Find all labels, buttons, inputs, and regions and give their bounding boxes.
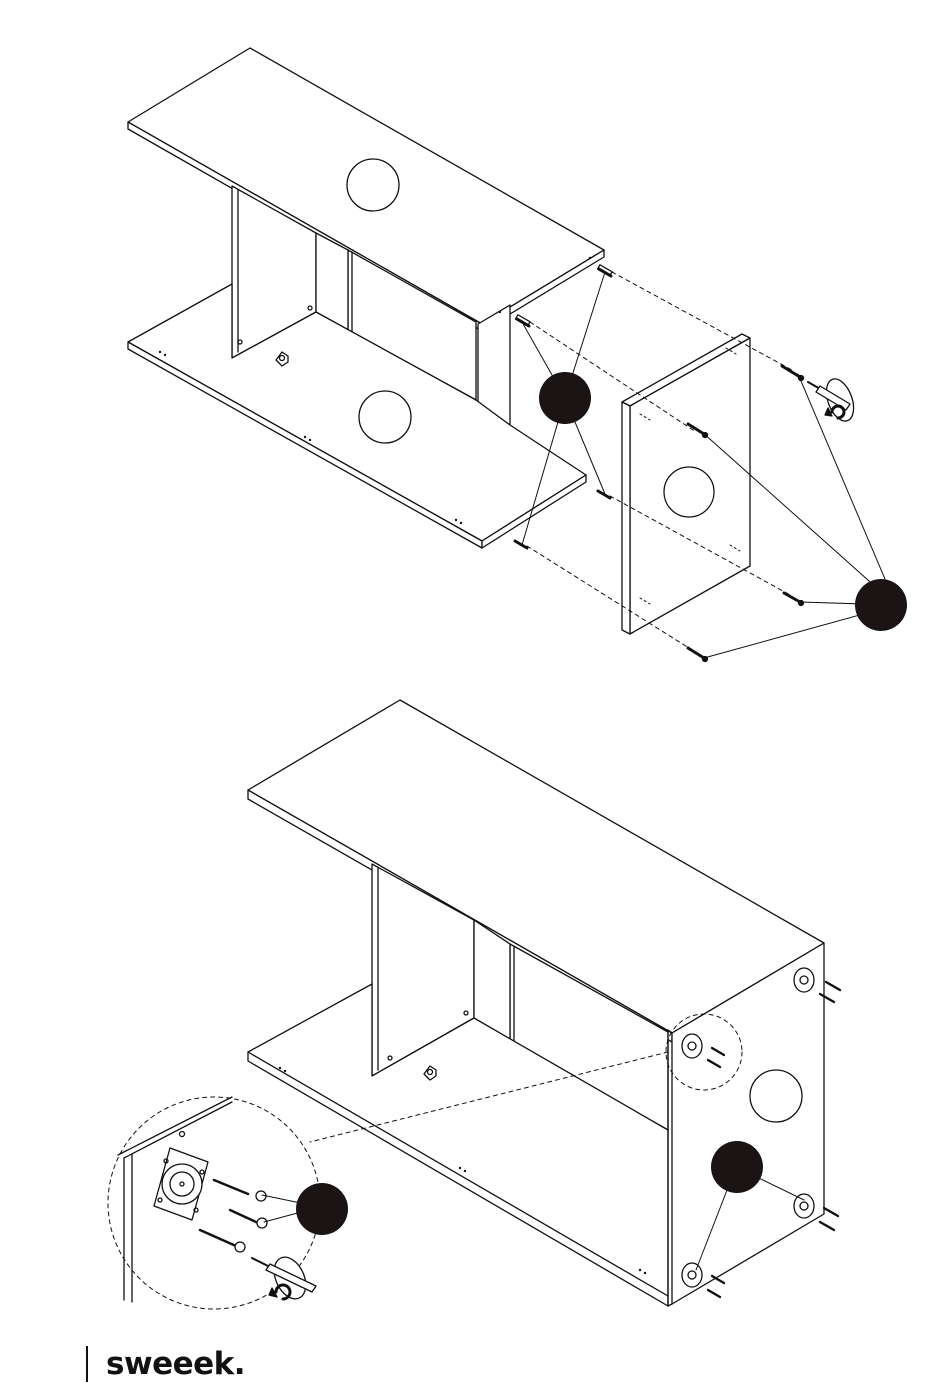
callout-foot — [711, 1141, 763, 1193]
callout-screw — [855, 579, 907, 631]
step-1-illustration — [128, 48, 907, 662]
side-panel — [622, 334, 750, 634]
brand-logo: sweeek. — [86, 1346, 245, 1382]
callout-foot-screw — [296, 1183, 348, 1235]
callout-dowel — [539, 372, 591, 424]
step-2-illustration — [108, 700, 840, 1309]
screwdriver-icon — [808, 375, 859, 425]
brand-divider — [86, 1346, 88, 1382]
brand-name: sweeek. — [106, 1346, 245, 1382]
detail-zoom — [108, 1097, 320, 1309]
